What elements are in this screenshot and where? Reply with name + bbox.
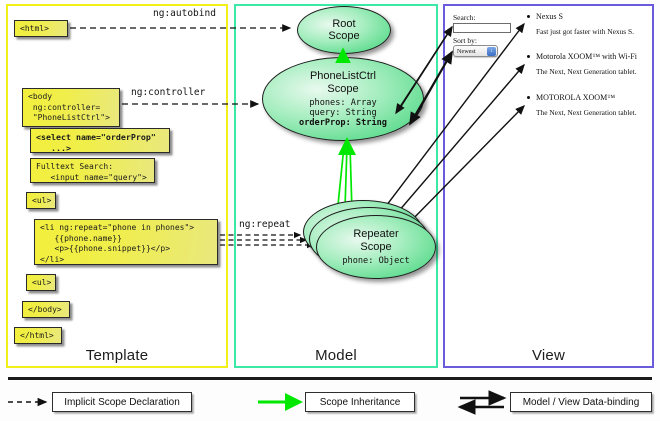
bullet-icon — [527, 14, 530, 18]
view-search-input[interactable] — [453, 23, 511, 33]
edge-label-repeat: ng:repeat — [239, 219, 291, 230]
repeater-scope: Repeater Scope phone: Object — [316, 215, 436, 279]
legend-implicit-scope-declaration: Implicit Scope Declaration — [52, 392, 192, 412]
column-label-view: View — [531, 347, 566, 364]
phonelistctrl-props-plain: phones: Array query: String — [309, 98, 377, 118]
body-box: <body ng:controller= "PhoneListCtrl"> — [22, 88, 120, 127]
repeater-scope-props: phone: Object — [342, 256, 410, 266]
legend-data-binding: Model / View Data-binding — [510, 392, 652, 412]
view-phone-snippet: Fast just got faster with Nexus S. — [536, 27, 634, 36]
bullet-icon — [527, 95, 530, 99]
view-phone-name[interactable]: Motorola XOOM™ with Wi-Fi — [536, 52, 637, 61]
phonelistctrl-scope-props: phones: Array query: String orderProp: S… — [299, 98, 387, 128]
view-phone-snippet: The Next, Next Generation tablet. — [536, 67, 637, 76]
repeater-scope-title: Repeater Scope — [353, 228, 399, 253]
phonelistctrl-scope: PhoneListCtrl Scope phones: Array query:… — [262, 57, 424, 141]
legend-divider — [8, 377, 652, 380]
view-sort-select[interactable]: Newest ↕ — [453, 45, 498, 57]
phonelistctrl-scope-title: PhoneListCtrl Scope — [309, 70, 377, 95]
html-open-box: <html> — [14, 20, 68, 37]
view-phone-snippet: The Next, Next Generation tablet. — [536, 108, 637, 117]
legend-scope-inheritance: Scope Inheritance — [305, 392, 415, 412]
html-close-box: </html> — [14, 327, 62, 344]
column-label-template: Template — [85, 347, 149, 364]
root-scope: Root Scope — [297, 6, 391, 54]
legend: Implicit Scope Declaration Scope Inherit… — [0, 374, 660, 421]
view-sort-selected-value: Newest — [457, 47, 476, 55]
body-close-box: </body> — [22, 301, 70, 318]
view-phone-name[interactable]: Nexus S — [536, 12, 563, 21]
edge-label-autobind: ng:autobind — [153, 8, 216, 19]
column-label-model: Model — [315, 347, 357, 364]
phonelistctrl-props-bold: orderProp: String — [299, 118, 387, 128]
ul-close-box: <ul> — [26, 274, 56, 291]
edge-label-controller: ng:controller — [131, 87, 206, 98]
view-search-label: Search: — [453, 13, 476, 22]
chevron-down-icon: ↕ — [487, 46, 496, 56]
select-box: <select name="orderProp" ...> — [30, 128, 170, 153]
view-sort-label: Sort by: — [453, 36, 477, 45]
view-phone-name[interactable]: MOTOROLA XOOM™ — [536, 93, 616, 102]
search-input-box: Fulltext Search: <input name="query"> — [30, 158, 155, 183]
root-scope-title: Root Scope — [328, 17, 360, 43]
ul-open-box: <ul> — [26, 192, 56, 209]
bullet-icon — [527, 54, 530, 58]
li-repeat-box: <li ng:repeat="phone in phones"> {{phone… — [34, 219, 218, 265]
